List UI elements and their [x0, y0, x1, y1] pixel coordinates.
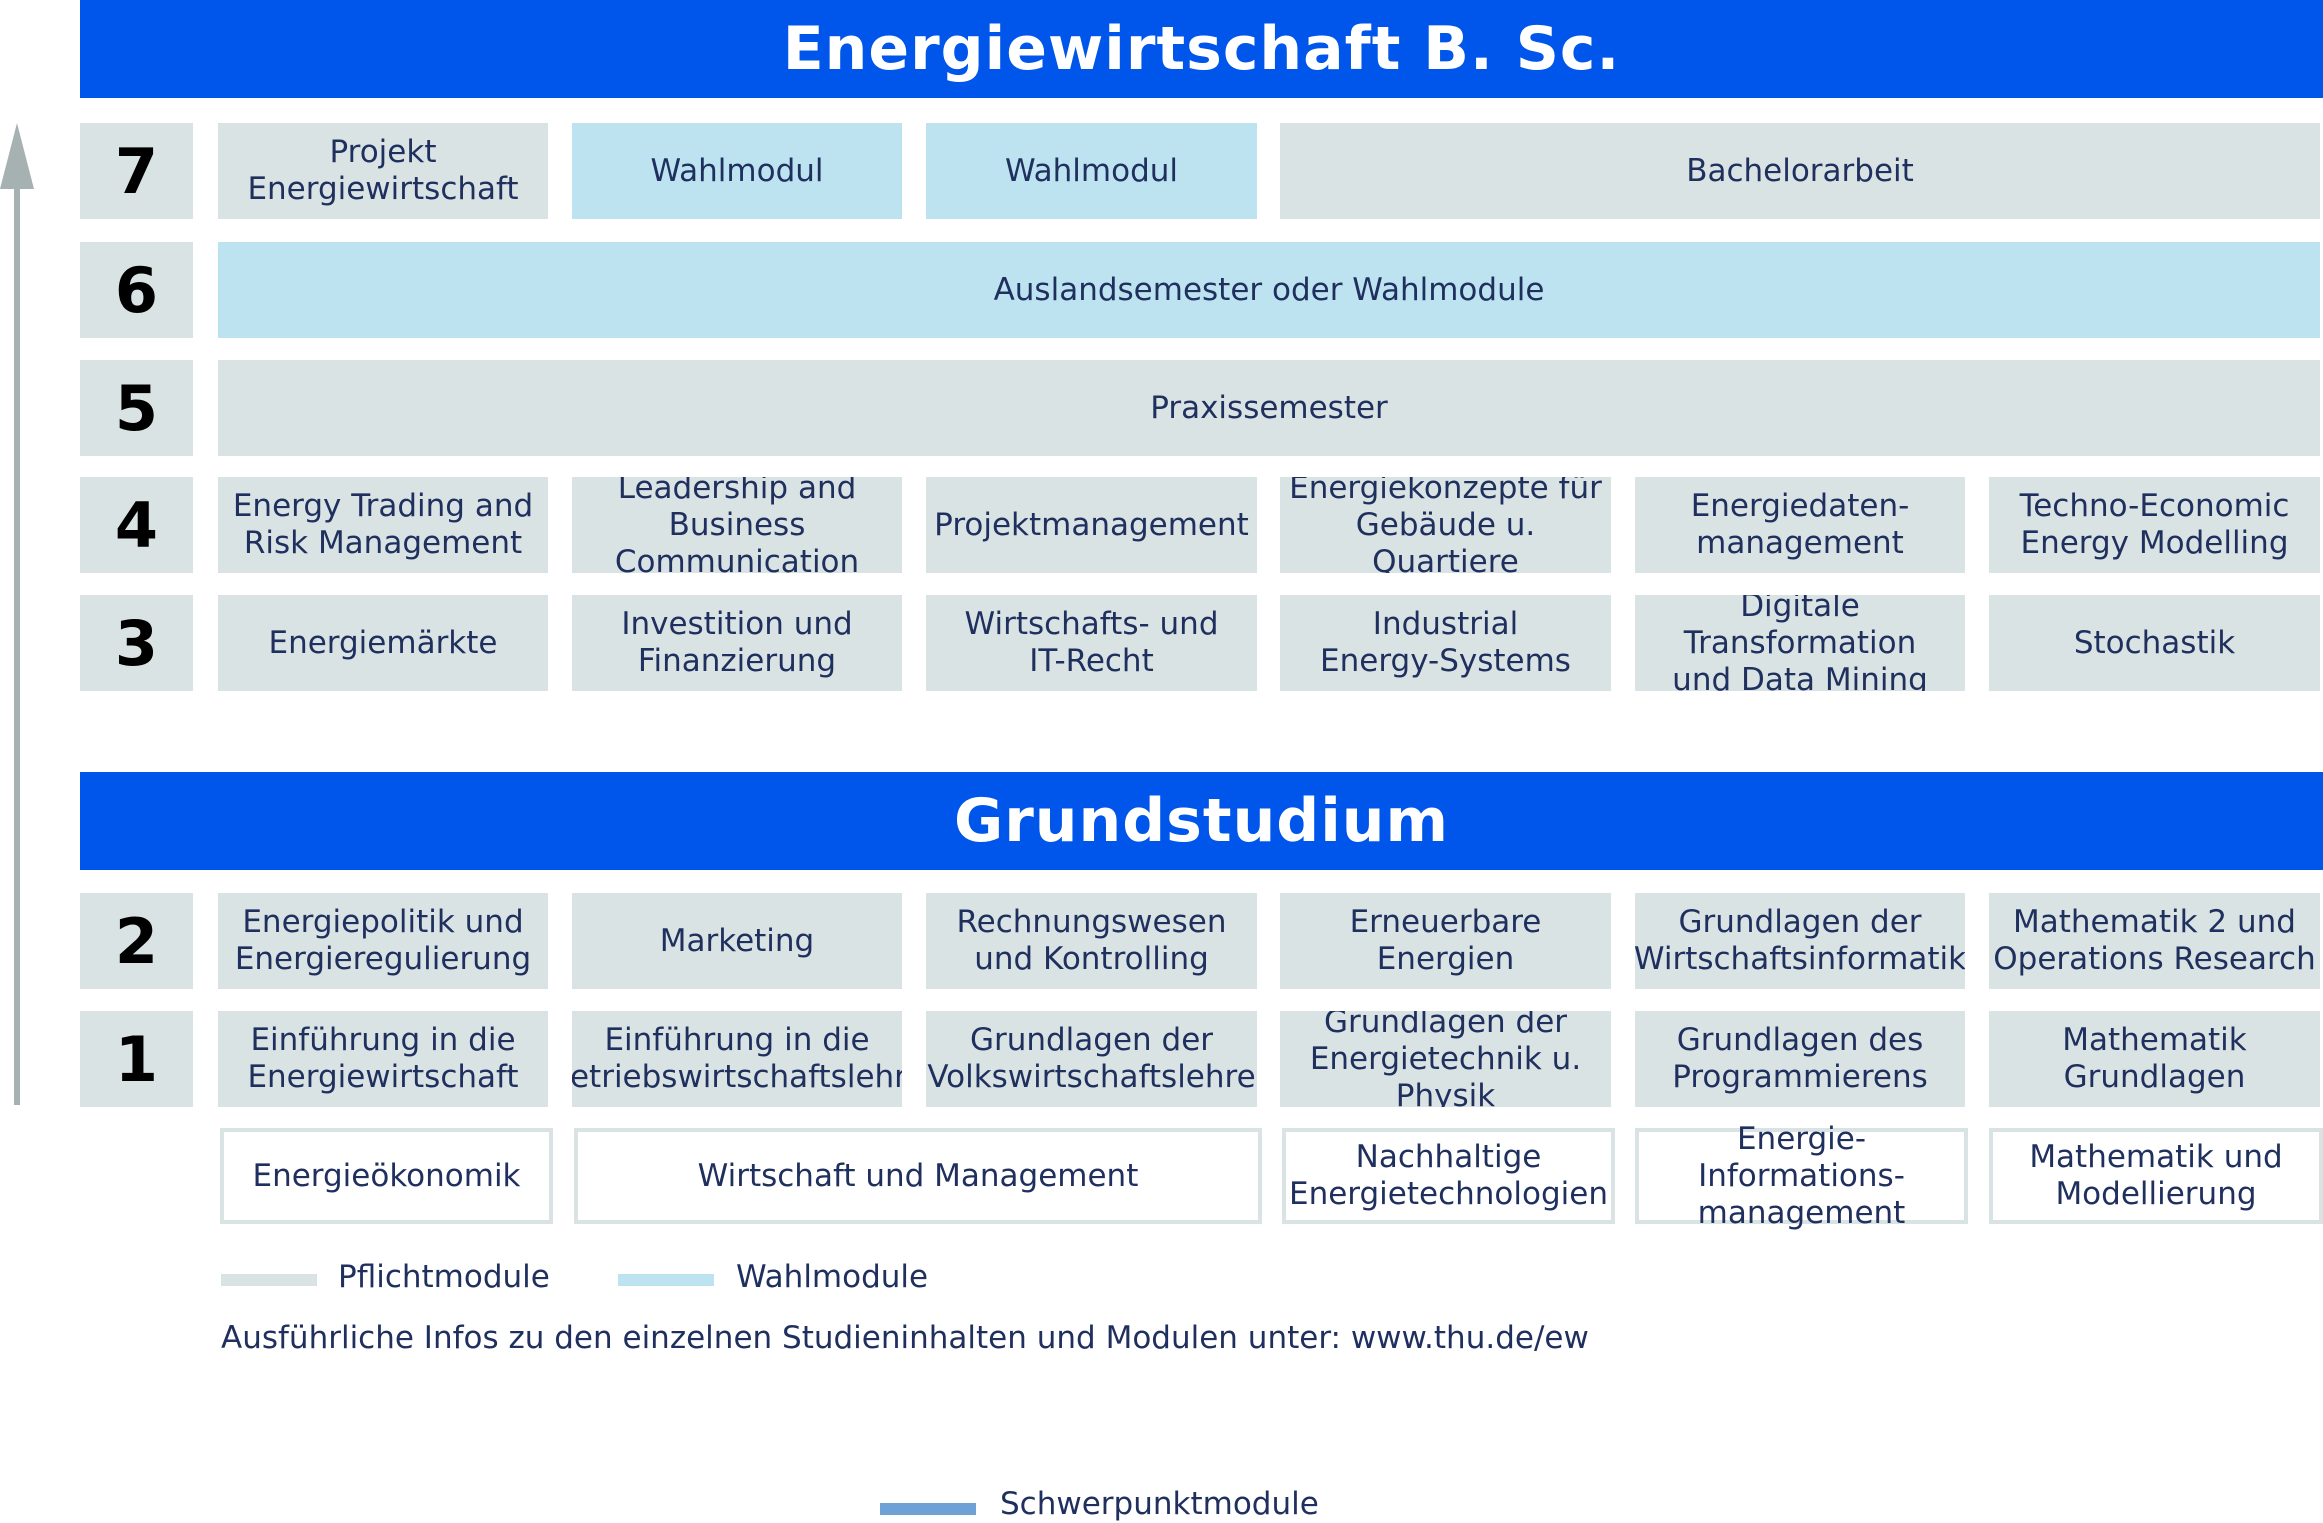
- module-bachelorarbeit: Bachelorarbeit: [1280, 123, 2320, 219]
- module-wirtschafts-it-recht: Wirtschafts- und IT-Recht: [926, 595, 1257, 691]
- legend-swatch-schwerpunkt: [880, 1503, 976, 1515]
- info-text: Ausführliche Infos zu den einzelnen Stud…: [221, 1320, 1589, 1356]
- legend-label-wahl: Wahlmodule: [736, 1259, 929, 1295]
- module-wahlmodul-1: Wahlmodul: [572, 123, 902, 219]
- module-marketing: Marketing: [572, 893, 902, 989]
- grundstudium-banner: Grundstudium: [80, 772, 2323, 870]
- module-praxissemester: Praxissemester: [218, 360, 2320, 456]
- module-wahlmodul-2: Wahlmodul: [926, 123, 1257, 219]
- module-investition-finanzierung: Investition und Finanzierung: [572, 595, 902, 691]
- module-rechnungswesen: Rechnungswesen und Kontrolling: [926, 893, 1257, 989]
- module-mathematik-grundlagen: Mathematik Grundlagen: [1989, 1011, 2320, 1107]
- module-grundlagen-vwl: Grundlagen der Volkswirtschaftslehre: [926, 1011, 1257, 1107]
- semester-number-4: 4: [80, 477, 193, 573]
- module-grundlagen-energietechnik: Grundlagen der Energietechnik u. Physik: [1280, 1011, 1611, 1107]
- legend-label-pflicht: Pflichtmodule: [338, 1259, 550, 1295]
- program-title: Energiewirtschaft B. Sc.: [782, 14, 1621, 84]
- module-grundlagen-programmieren: Grundlagen des Programmierens: [1635, 1011, 1965, 1107]
- semester-number-7: 7: [80, 123, 193, 219]
- module-projekt-energiewirtschaft: Projekt Energiewirtschaft: [218, 123, 548, 219]
- module-energiepolitik: Energiepolitik und Energieregulierung: [218, 893, 548, 989]
- focus-wirtschaft-management: Wirtschaft und Management: [574, 1128, 1262, 1224]
- module-energiekonzepte: Energiekonzepte für Gebäude u. Quartiere: [1280, 477, 1611, 573]
- module-energiedatenmanagement: Energiedaten- management: [1635, 477, 1965, 573]
- module-leadership-communication: Leadership and Business Communication: [572, 477, 902, 573]
- focus-energie-informationsmanagement: Energie-Informations- management: [1635, 1121, 1968, 1231]
- module-erneuerbare-energien: Erneuerbare Energien: [1280, 893, 1611, 989]
- module-projektmanagement: Projektmanagement: [926, 477, 1257, 573]
- legend-label-schwerpunkt: Schwerpunktmodule: [1000, 1486, 1319, 1522]
- semester-number-2: 2: [80, 893, 193, 989]
- module-techno-economic-modelling: Techno-Economic Energy Modelling: [1989, 477, 2320, 573]
- focus-nachhaltige-energietechnologien: Nachhaltige Energietechnologien: [1282, 1128, 1615, 1224]
- progress-arrow-head-icon: [0, 123, 34, 189]
- module-energiemaerkte: Energiemärkte: [218, 595, 548, 691]
- module-stochastik: Stochastik: [1989, 595, 2320, 691]
- semester-number-1: 1: [80, 1011, 193, 1107]
- legend-swatch-pflicht: [221, 1274, 317, 1286]
- module-einfuehrung-energiewirtschaft: Einführung in die Energiewirtschaft: [218, 1011, 548, 1107]
- progress-arrow-shaft: [14, 185, 20, 1105]
- module-mathematik-2: Mathematik 2 und Operations Research: [1989, 893, 2320, 989]
- module-auslandsemester: Auslandsemester oder Wahlmodule: [218, 242, 2320, 338]
- semester-number-6: 6: [80, 242, 193, 338]
- module-industrial-energy-systems: Industrial Energy-Systems: [1280, 595, 1611, 691]
- legend-swatch-wahl: [618, 1274, 714, 1286]
- focus-mathematik-modellierung: Mathematik und Modellierung: [1989, 1128, 2323, 1224]
- module-digitale-transformation: Digitale Transformation und Data Mining: [1635, 595, 1965, 691]
- focus-energieoekonomik: Energieökonomik: [220, 1128, 553, 1224]
- semester-number-3: 3: [80, 595, 193, 691]
- grundstudium-title: Grundstudium: [953, 786, 1450, 856]
- module-energy-trading: Energy Trading and Risk Management: [218, 477, 548, 573]
- module-wirtschaftsinformatik: Grundlagen der Wirtschaftsinformatik: [1635, 893, 1965, 989]
- module-einfuehrung-bwl: Einführung in die Betriebswirtschaftsleh…: [572, 1011, 902, 1107]
- semester-number-5: 5: [80, 360, 193, 456]
- program-title-banner: Energiewirtschaft B. Sc.: [80, 0, 2323, 98]
